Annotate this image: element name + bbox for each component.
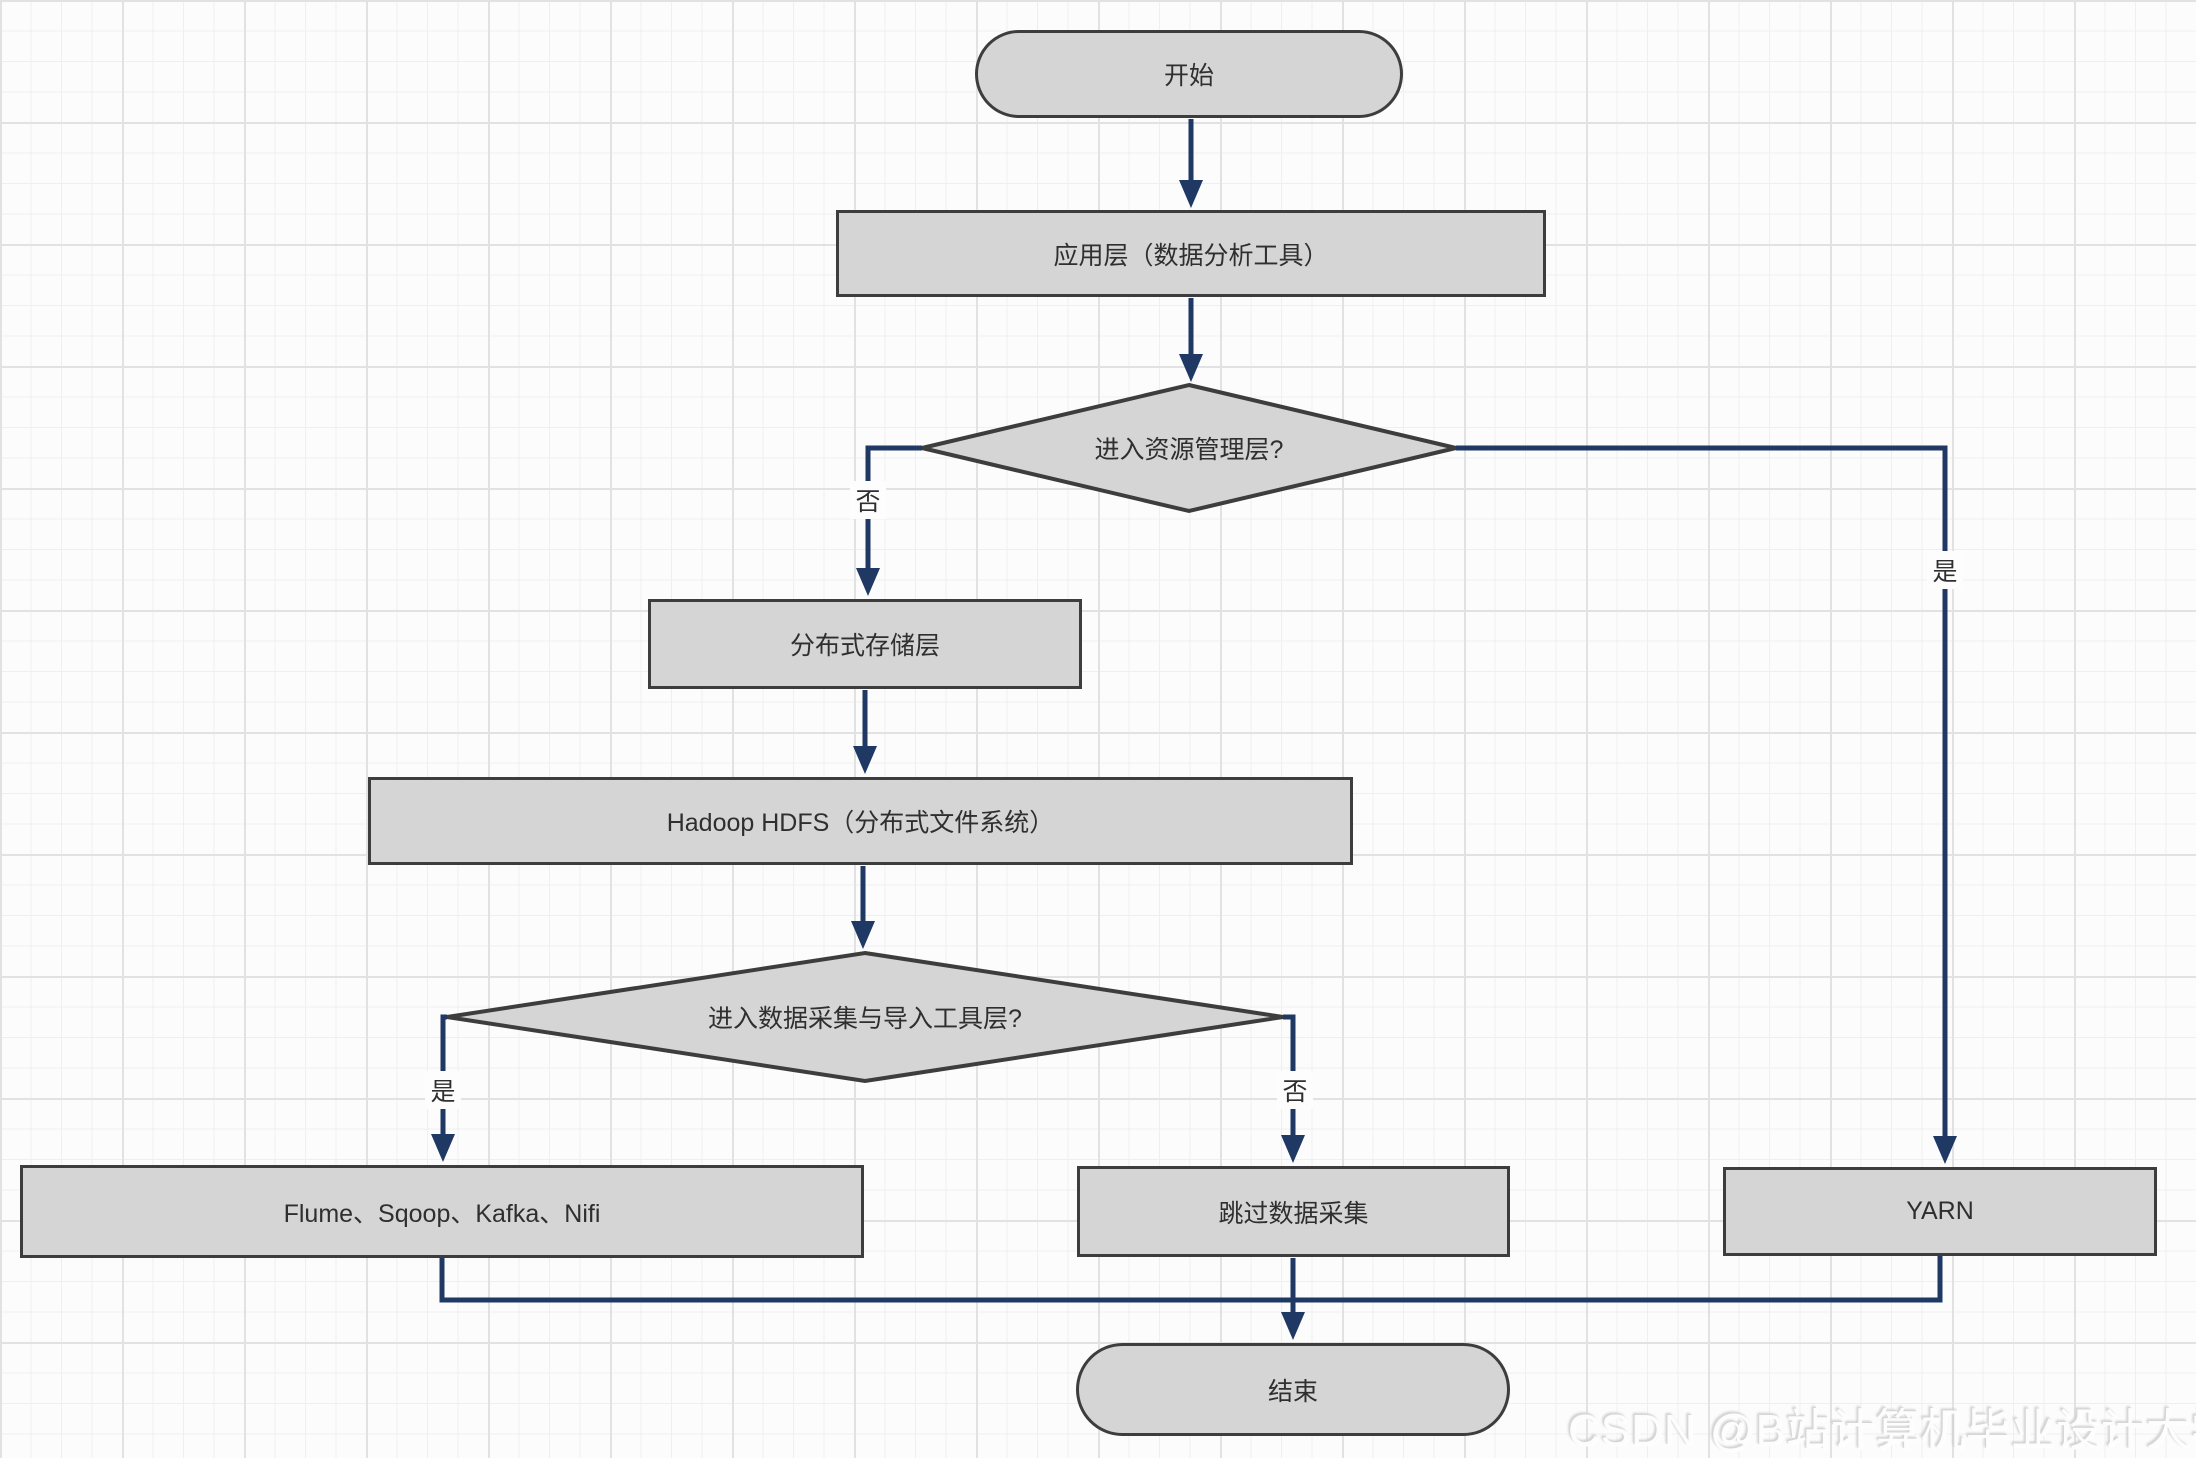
node-skip-ingest[interactable]: 跳过数据采集 (1077, 1166, 1510, 1257)
node-hdfs[interactable]: Hadoop HDFS（分布式文件系统） (368, 777, 1353, 865)
arrowhead-into-skip (1281, 1135, 1305, 1163)
node-storage-layer[interactable]: 分布式存储层 (648, 599, 1082, 689)
arrowhead-into-hdfs (853, 746, 877, 774)
edge-ingest-tools-to-merge (439, 1258, 1291, 1303)
watermark: CSDN @B站计算机毕业设计大学 (1568, 1406, 2196, 1455)
arrowhead-into-decision-ingest (851, 921, 875, 949)
arrowhead-into-storage (856, 568, 880, 596)
node-end[interactable]: 结束 (1076, 1343, 1510, 1436)
node-decision-ingest[interactable] (446, 950, 1284, 1084)
node-ingest-tools[interactable]: Flume、Sqoop、Kafka、Nifi (20, 1165, 864, 1258)
edge-decision-resource-no (865, 445, 922, 568)
edge-label-resource-no: 否 (850, 481, 886, 519)
arrowhead-into-yarn (1933, 1136, 1957, 1164)
node-start[interactable]: 开始 (975, 30, 1403, 118)
edge-label-ingest-no: 否 (1277, 1071, 1313, 1109)
node-yarn[interactable]: YARN (1723, 1167, 2157, 1256)
edge-label-ingest-yes: 是 (425, 1071, 461, 1109)
arrowhead-into-decision-resource (1179, 354, 1203, 382)
node-decision-resource[interactable] (921, 382, 1457, 514)
arrowhead-into-app (1179, 180, 1203, 208)
node-decision-resource-label: 进入资源管理层? (1094, 436, 1284, 464)
node-decision-ingest-label: 进入数据采集与导入工具层? (708, 1005, 1022, 1033)
edge-decision-resource-yes (1456, 445, 1948, 1136)
edge-yarn-to-merge (1295, 1256, 1943, 1303)
node-app-layer[interactable]: 应用层（数据分析工具） (836, 210, 1546, 297)
edge-label-resource-yes: 是 (1927, 551, 1963, 589)
arrowhead-into-ingest-tools (431, 1134, 455, 1162)
arrowhead-into-end (1281, 1312, 1305, 1340)
